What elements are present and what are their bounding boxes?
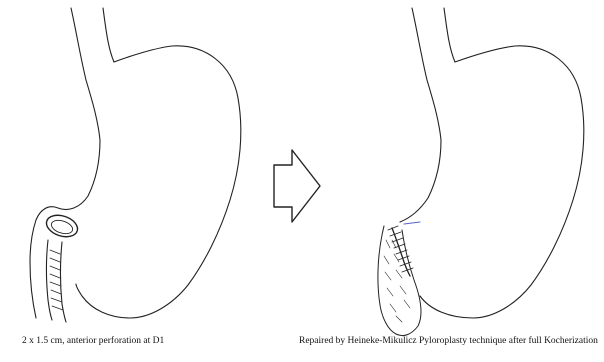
right-arrow-outline-icon <box>274 150 320 222</box>
esophagus-left-wall <box>412 8 441 140</box>
lesser-curvature <box>30 140 100 318</box>
greater-curvature <box>420 46 584 318</box>
greater-curvature <box>76 46 241 318</box>
caption-after-repair: Repaired by Heineke-Mikulicz Pyloroplast… <box>299 337 598 347</box>
suture-highlight <box>404 222 420 224</box>
duodenum-wall-left <box>47 240 53 320</box>
esophagus-left-wall <box>71 8 100 140</box>
caption-before-repair: 2 x 1.5 cm, anterior perforation at D1 <box>22 337 164 347</box>
stomach-before-illustration <box>30 8 241 322</box>
esophagus-right-wall <box>103 8 114 62</box>
stomach-after-illustration <box>378 8 584 336</box>
lesser-curvature <box>400 140 441 222</box>
perforation-site <box>44 212 81 241</box>
esophagus-right-wall <box>444 8 455 62</box>
